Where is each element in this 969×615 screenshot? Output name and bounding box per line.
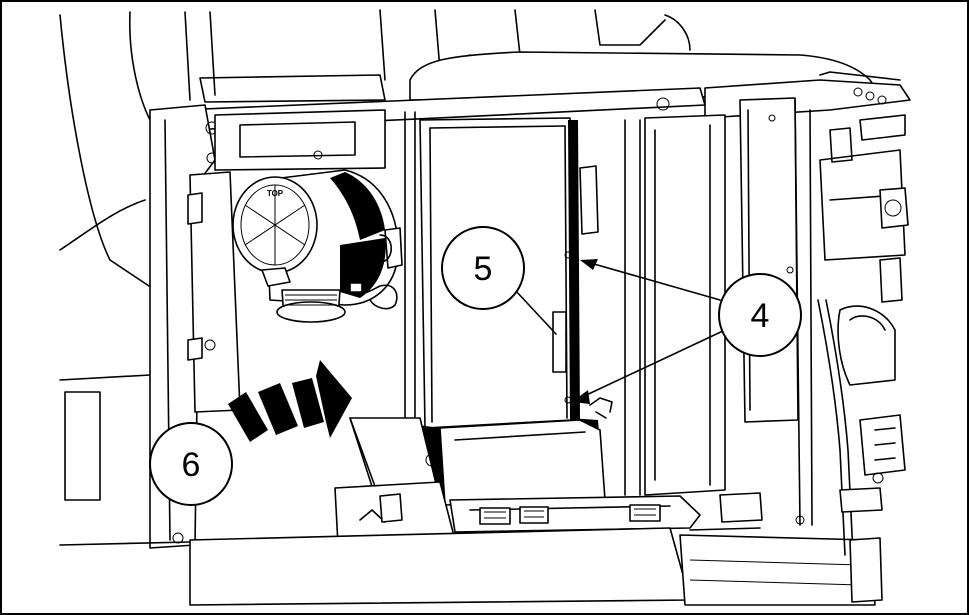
battery-tray	[59, 492, 876, 606]
center-panel	[418, 117, 613, 506]
callout-6: 6	[149, 422, 233, 506]
arrowhead-4-lower	[572, 390, 590, 404]
callout-4-label: 4	[751, 297, 770, 335]
leader-4-upper	[586, 261, 721, 301]
deflector-plate	[334, 417, 456, 546]
motion-arrow	[228, 360, 352, 442]
callout-5: 5	[441, 226, 525, 310]
air-cleaner: TOP	[187, 169, 403, 413]
leader-lines	[514, 259, 726, 404]
callout-6-label: 6	[182, 446, 201, 484]
leader-5	[514, 289, 557, 335]
callout-5-label: 5	[474, 250, 493, 288]
arrowhead-4-upper	[580, 259, 598, 270]
callout-4: 4	[718, 273, 802, 357]
top-stamp: TOP	[267, 189, 284, 198]
leader-4-lower	[579, 329, 726, 399]
